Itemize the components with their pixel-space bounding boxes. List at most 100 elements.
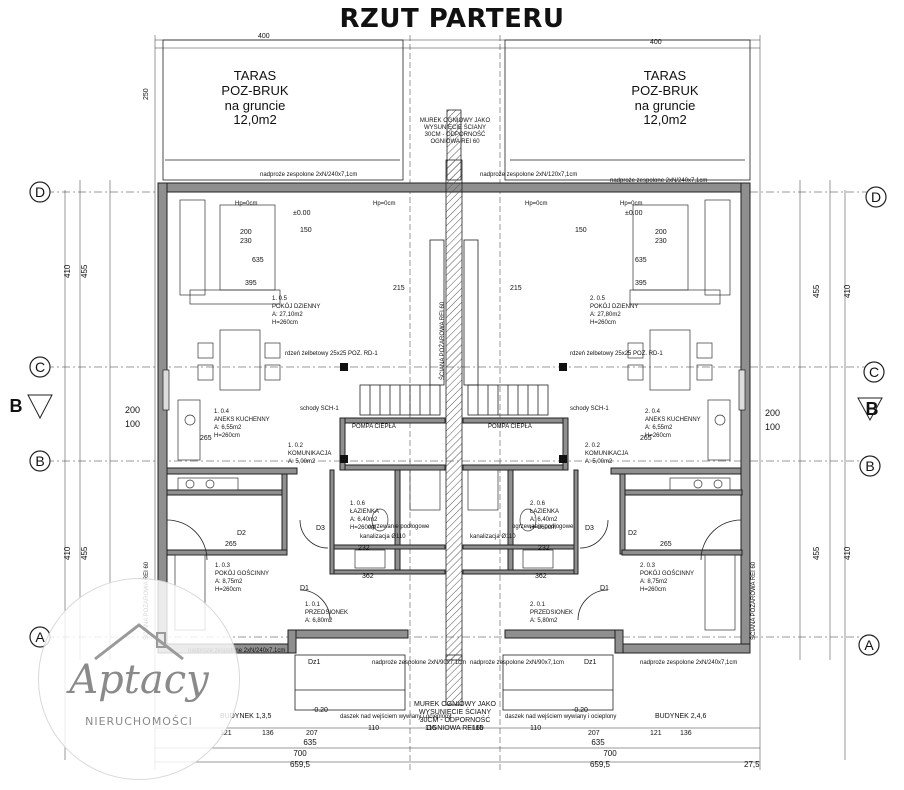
firewall-note-bottom: WYSUNIĘCIE ŚCIANY bbox=[419, 707, 492, 716]
watermark-subtitle: NIERUCHOMOŚCI bbox=[85, 715, 193, 728]
axis-label-left: C bbox=[35, 359, 45, 375]
door-tag-d1: D1 bbox=[300, 585, 309, 592]
dim-overall-left: 700 bbox=[293, 749, 307, 758]
canopy-right: daszek nad wejściem wywiany i ocieplony bbox=[505, 714, 616, 720]
dim-400-top-r: 400 bbox=[650, 39, 662, 46]
dim-150-b: 150 bbox=[575, 227, 587, 234]
stairs-left bbox=[359, 239, 445, 416]
rooms-left-living: H=260cm bbox=[272, 320, 298, 326]
axis-label-left: B bbox=[35, 453, 44, 469]
rooms-left-hall: A: 6,80m2 bbox=[305, 618, 333, 624]
firewall-label-center: ŚCIANA POŻAROWA REI 60 bbox=[438, 301, 446, 380]
drawing-title: RZUT PARTERU bbox=[339, 4, 565, 34]
heating-right: ogrzewanie podłogowe bbox=[512, 524, 574, 530]
terrace-right-label: 12,0m2 bbox=[643, 112, 686, 127]
rooms-left-kitchen: 1. 0.4 bbox=[214, 409, 230, 415]
dim-215-right: 215 bbox=[510, 285, 522, 292]
lintel-bottom-left: nadproże zespolone 2xN/90x7,1cm bbox=[372, 660, 466, 666]
rooms-left-bathroom: ŁAZIENKA bbox=[350, 509, 379, 515]
dim-232-left: 232 bbox=[358, 545, 370, 552]
lintel-bottom-right: nadproże zespolone 2xN/240x7,1cm bbox=[640, 660, 737, 666]
axis-label-right: A bbox=[864, 637, 874, 653]
axis-label-right: C bbox=[869, 364, 879, 380]
dim-230-right: 230 bbox=[655, 238, 667, 245]
lintel-top-mid: nadproże zespolone 2xN/120x7,1cm bbox=[480, 172, 577, 178]
interior-walls bbox=[166, 417, 743, 575]
firewall-note-bottom: OGNIOWA REI 60 bbox=[426, 725, 483, 732]
door-tag-d2-right: D2 bbox=[628, 530, 637, 537]
rooms-left-bathroom: 1. 0.6 bbox=[350, 501, 366, 507]
dim-100-right: 100 bbox=[765, 422, 780, 432]
dim-200-furn-right: 200 bbox=[655, 229, 667, 236]
watermark-script: Aptacy bbox=[69, 657, 209, 703]
lintel-bottom-far-left: nadproże zespolone 2xN/240x7,1cm bbox=[188, 648, 285, 654]
dim-455-right-b: 455 bbox=[812, 546, 821, 560]
rooms-right-hall: PRZEDSIONEK bbox=[530, 610, 573, 616]
terrace-left-label: 12,0m2 bbox=[233, 112, 276, 127]
pillar-note-right: rdzeń żelbetowy 25x25 POZ. RD-1 bbox=[570, 351, 663, 357]
rooms-right-living: A: 27,80m2 bbox=[590, 312, 621, 318]
hp-left: Hp=0cm bbox=[235, 201, 258, 207]
rooms-right-corridor: A: 5,00m2 bbox=[585, 459, 613, 465]
section-label-right: B bbox=[866, 399, 879, 419]
firewall bbox=[445, 109, 463, 706]
rooms-left-corridor: KOMUNIKACJA bbox=[288, 451, 331, 457]
rooms-left-living: 1. 0.5 bbox=[272, 296, 288, 302]
dim-635-left: 635 bbox=[252, 257, 264, 264]
dim-110-left: 110 bbox=[368, 725, 379, 732]
agency-watermark: Aptacy NIERUCHOMOŚCI bbox=[38, 578, 240, 780]
rooms-right-bathroom: 2. 0.6 bbox=[530, 501, 546, 507]
dim-410-right-b: 410 bbox=[843, 546, 852, 560]
dim-half-right: 659,5 bbox=[590, 760, 611, 769]
canopy-left: daszek nad wejściem wywiany i ocieplony bbox=[340, 714, 451, 720]
rooms-left-hall: 1. 0.1 bbox=[305, 602, 321, 608]
axis-label-right: B bbox=[865, 458, 874, 474]
furniture-right bbox=[467, 199, 736, 631]
dim-395-right: 395 bbox=[635, 280, 647, 287]
rooms-right-guest: 2. 0.3 bbox=[640, 563, 656, 569]
dim-265-left-b: 265 bbox=[225, 541, 237, 548]
level-zero-right: ±0.00 bbox=[625, 210, 643, 217]
heating-left: ogrzewanie podłogowe bbox=[368, 524, 430, 530]
house-logo-icon bbox=[94, 623, 184, 661]
level-minus-left: -0.20 bbox=[312, 707, 328, 714]
dim-410-right: 410 bbox=[843, 284, 852, 298]
dim-265-right: 265 bbox=[640, 435, 652, 442]
rooms-right-kitchen: H=260cm bbox=[645, 433, 671, 439]
rooms-left-corridor: 1. 0.2 bbox=[288, 443, 304, 449]
dim-half-left: 659,5 bbox=[290, 760, 311, 769]
boiler-right: POMPA CIEPŁA bbox=[488, 424, 532, 430]
dim-115-right: 115 bbox=[472, 725, 483, 732]
rooms-right-corridor: KOMUNIKACJA bbox=[585, 451, 628, 457]
terrace-left-label: POZ-BRUK bbox=[221, 83, 289, 98]
firewall-note-top: WYSUNIĘCIE ŚCIANY bbox=[424, 123, 486, 131]
dim-362-left: 362 bbox=[362, 573, 374, 580]
axis-label-right: D bbox=[871, 189, 881, 205]
dim-sub-right: 635 bbox=[591, 738, 605, 747]
dim-215-left: 215 bbox=[393, 285, 405, 292]
rooms-right-bathroom: A: 6,40m2 bbox=[530, 517, 558, 523]
section-label-left: B bbox=[10, 396, 23, 416]
stairs-left-label: schody SCH-1 bbox=[300, 406, 339, 412]
dim-100-left: 100 bbox=[125, 419, 140, 429]
dim-136-right: 136 bbox=[680, 730, 692, 737]
rooms-right-guest: H=260cm bbox=[640, 587, 666, 593]
rooms-left-corridor: A: 5,00m2 bbox=[288, 459, 316, 465]
dim-200-furn-left: 200 bbox=[240, 229, 252, 236]
firewall-note-top: 30CM - ODPORNOŚĆ bbox=[425, 130, 486, 138]
dim-200-left: 200 bbox=[125, 405, 140, 415]
door-tag-d3: D3 bbox=[316, 525, 325, 532]
rooms-left-living: POKÓJ DZIENNY bbox=[272, 303, 320, 310]
dim-400-top: 400 bbox=[258, 33, 270, 40]
rooms-left-bathroom: A: 6,40m2 bbox=[350, 517, 378, 523]
dim-230-left: 230 bbox=[240, 238, 252, 245]
lintel-bottom-mid: nadproże zespolone 2xN/90x7,1cm bbox=[470, 660, 564, 666]
terrace-right-label: na gruncie bbox=[635, 98, 696, 113]
stairs-right bbox=[463, 239, 549, 416]
dim-121-right: 121 bbox=[650, 730, 662, 737]
door-tag-d2: D2 bbox=[237, 530, 246, 537]
dim-250-top: 250 bbox=[143, 88, 150, 100]
rooms-right-living: H=260cm bbox=[590, 320, 616, 326]
lintel-top-left: nadproże zespolone 2xN/240x7,1cm bbox=[260, 172, 357, 178]
rooms-left-guest: A: 8,75m2 bbox=[215, 579, 243, 585]
